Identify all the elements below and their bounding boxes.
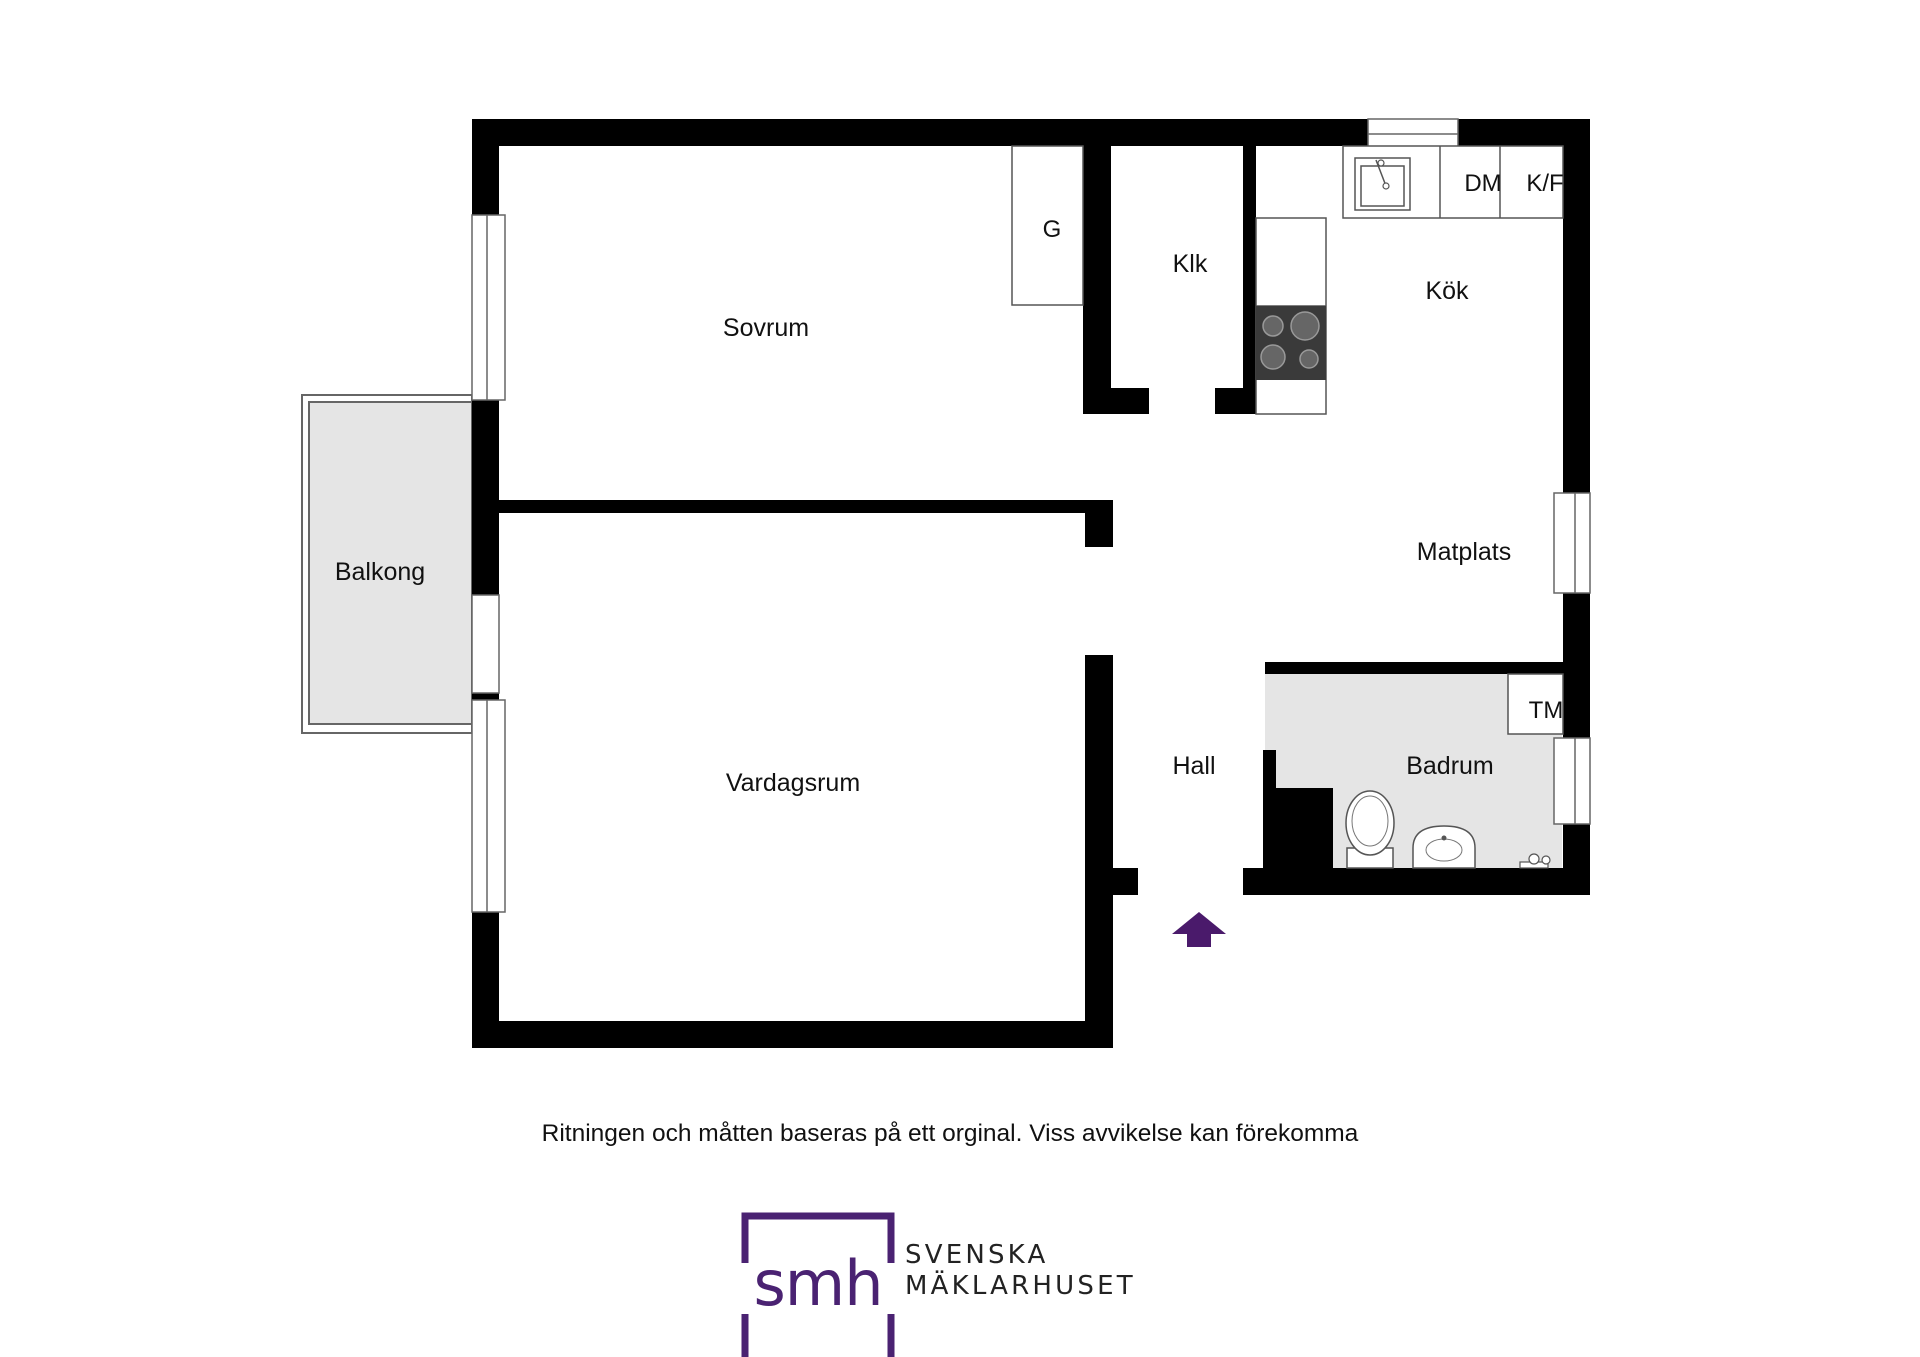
balcony [301, 394, 473, 734]
fixture-label-tm: TM [1529, 697, 1564, 724]
room-label-hall: Hall [1172, 752, 1215, 780]
toilet-icon [1345, 790, 1395, 869]
kitchen-sink-icon [1354, 157, 1411, 211]
room-label-matplats: Matplats [1417, 538, 1511, 566]
stove-icon [1256, 306, 1326, 380]
brand-line-2: MÄKLARHUSET [905, 1271, 1136, 1301]
room-label-balkong: Balkong [335, 558, 425, 586]
room-label-kok: Kök [1425, 277, 1469, 305]
brand-name: SVENSKA MÄKLARHUSET [905, 1240, 1136, 1302]
washbasin-icon [1412, 825, 1476, 869]
windows [471, 118, 1591, 913]
room-label-klk: Klk [1173, 250, 1208, 278]
washing-machine [1507, 673, 1564, 735]
balcony-door [471, 594, 500, 694]
room-label-vardagsrum: Vardagsrum [726, 769, 860, 797]
room-label-badrum: Badrum [1406, 752, 1494, 780]
fixture-label-dm: DM [1464, 170, 1501, 197]
fixture-label-kf: K/F [1526, 170, 1563, 197]
smh-monogram: smh [754, 1247, 883, 1320]
wardrobe-g [1011, 145, 1084, 306]
smh-logo [741, 1212, 895, 1357]
brand-line-1: SVENSKA [905, 1240, 1049, 1270]
shower-tap-icon [1519, 853, 1551, 869]
fixture-label-g: G [1043, 216, 1062, 243]
room-label-sovrum: Sovrum [723, 314, 809, 342]
entrance-arrow-icon [1172, 912, 1226, 947]
disclaimer-text: Ritningen och måtten baseras på ett orgi… [541, 1120, 1359, 1147]
